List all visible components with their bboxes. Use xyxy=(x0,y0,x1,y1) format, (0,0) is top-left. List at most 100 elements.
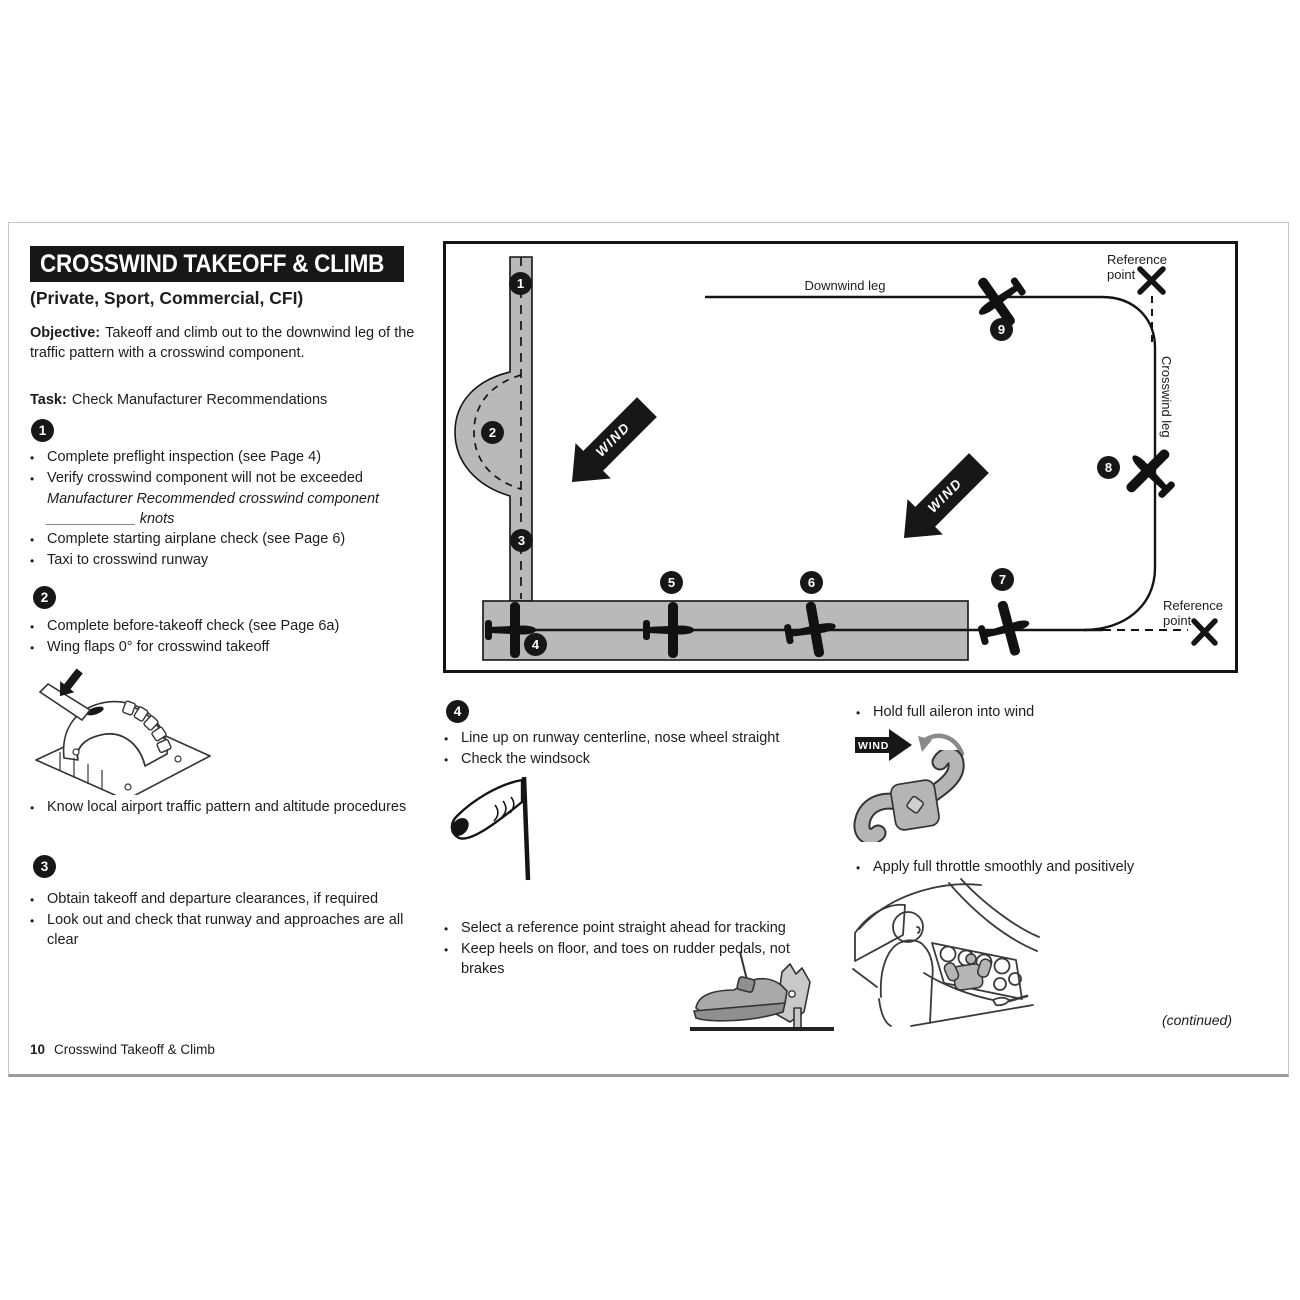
reference-point-label-bottom: Reference point xyxy=(1163,598,1223,628)
flap-lever-handle xyxy=(38,682,92,722)
pilot-illustration xyxy=(851,875,1041,1027)
step-3-bullets: •Obtain takeoff and departure clearances… xyxy=(30,889,418,950)
objective-text: Takeoff and climb out to the downwind le… xyxy=(30,325,415,361)
list-item: •Complete before-takeoff check (see Page… xyxy=(30,616,422,637)
fill-in-line: ___________ knots xyxy=(47,511,175,527)
pilot-yoke xyxy=(943,953,992,991)
bullet-icon: • xyxy=(30,801,35,815)
certificate-subtitle: (Private, Sport, Commercial, CFI) xyxy=(30,288,304,308)
bullet-icon: • xyxy=(444,732,449,746)
diagram-marker-6: 6 xyxy=(800,571,823,594)
x-mark-icon-top xyxy=(1137,266,1166,295)
step-2-number: 2 xyxy=(33,586,56,609)
rotate-arrow-icon xyxy=(918,728,966,760)
diagram-marker-9: 9 xyxy=(990,318,1013,341)
seat-back xyxy=(878,998,892,1027)
list-item: •Line up on runway centerline, nose whee… xyxy=(444,728,864,749)
list-item: •Wing flaps 0° for crosswind takeoff xyxy=(30,637,422,658)
wind-arrow-icon xyxy=(903,453,989,539)
shoe-sole xyxy=(693,1002,786,1022)
bullet-icon: • xyxy=(30,620,35,634)
diagram-marker-8: 8 xyxy=(1097,456,1120,479)
task-label: Task: xyxy=(30,392,67,408)
page-title: CROSSWIND TAKEOFF & CLIMB xyxy=(40,249,385,278)
list-item: •Keep heels on floor, and toes on rudder… xyxy=(444,941,790,977)
footer-page-title: Crosswind Takeoff & Climb xyxy=(54,1042,215,1057)
step-1-bullets: •Complete preflight inspection (see Page… xyxy=(30,447,422,571)
list-item: •Know local airport traffic pattern and … xyxy=(30,797,422,818)
wind-arrow-icon xyxy=(571,397,657,483)
objective-paragraph: Objective:Takeoff and climb out to the d… xyxy=(30,323,418,363)
shoe-cuff xyxy=(736,976,756,993)
yoke-horns xyxy=(853,750,965,842)
bullet-icon: • xyxy=(856,706,861,720)
windsock-ribs xyxy=(493,796,515,822)
objective-label: Objective: xyxy=(30,325,101,341)
bullet-icon: • xyxy=(444,753,449,767)
step-2-extra-bullet: •Know local airport traffic pattern and … xyxy=(30,797,422,818)
yoke-illustration xyxy=(853,750,978,842)
step-1-number: 1 xyxy=(31,419,54,442)
bullet-icon: • xyxy=(30,893,35,907)
list-item: •Complete starting airplane check (see P… xyxy=(30,529,422,550)
list-item: •Hold full aileron into wind xyxy=(856,702,1236,723)
step-4-number: 4 xyxy=(446,700,469,723)
traffic-pattern-diagram xyxy=(443,241,1238,673)
pedal-post xyxy=(793,1007,802,1029)
diagram-marker-4: 4 xyxy=(524,633,547,656)
list-item: •Taxi to crosswind runway xyxy=(30,550,422,571)
bracket-hole xyxy=(788,990,796,998)
bullet-icon: • xyxy=(444,922,449,936)
task-text: Check Manufacturer Recommendations xyxy=(71,392,328,408)
diagram-marker-2: 2 xyxy=(481,421,504,444)
arrow-icon xyxy=(59,668,83,697)
ratchet-notches xyxy=(122,700,172,754)
step-4-bullets-b: •Select a reference point straight ahead… xyxy=(444,918,836,979)
screws xyxy=(72,748,182,791)
flight-path xyxy=(705,295,1157,632)
crosswind-leg-label: Crosswind leg xyxy=(1159,356,1174,438)
pilot-hand xyxy=(992,996,1010,1007)
list-item: •Apply full throttle smoothly and positi… xyxy=(856,857,1236,878)
bullet-icon: • xyxy=(30,914,35,928)
list-item: •Check the windsock xyxy=(444,749,864,770)
continued-note: (continued) xyxy=(1161,1012,1232,1028)
bullet-icon: • xyxy=(30,533,35,547)
bullet-icon: • xyxy=(30,472,35,486)
pilot-head xyxy=(892,911,924,943)
yoke-hub xyxy=(906,795,924,814)
runup-pad-path xyxy=(473,374,522,490)
roof-line xyxy=(858,883,982,930)
downwind-leg-label: Downwind leg xyxy=(804,278,886,293)
step-3-number: 3 xyxy=(33,855,56,878)
bullet-icon: • xyxy=(30,451,35,465)
diagram-marker-3: 3 xyxy=(510,529,533,552)
list-item: •Select a reference point straight ahead… xyxy=(444,918,836,939)
wind-arrow-small: WIND xyxy=(855,727,913,763)
list-item: •Complete preflight inspection (see Page… xyxy=(30,447,422,468)
section-title-banner: CROSSWIND TAKEOFF & CLIMB xyxy=(30,246,404,282)
bullet-icon: • xyxy=(30,641,35,655)
step-2-bullets: •Complete before-takeoff check (see Page… xyxy=(30,616,422,658)
panel-lines xyxy=(59,752,103,790)
windsock-illustration xyxy=(443,772,539,884)
side-window xyxy=(854,903,906,962)
step-4-bullets-a: •Line up on runway centerline, nose whee… xyxy=(444,728,864,770)
diagram-marker-7: 7 xyxy=(991,568,1014,591)
windsock-tip xyxy=(451,818,469,836)
reference-point-label-top: Reference point xyxy=(1107,252,1167,282)
fill-in-line: Manufacturer Recommended crosswind compo… xyxy=(47,491,380,507)
flap-lever-illustration xyxy=(28,660,213,795)
task-paragraph: Task:Check Manufacturer Recommendations xyxy=(30,390,418,410)
list-item: •Verify crosswind component will not be … xyxy=(30,468,422,489)
right-bullet-aileron: •Hold full aileron into wind xyxy=(856,702,1236,723)
bullet-icon: • xyxy=(856,861,861,875)
wind-arrow-icon xyxy=(855,729,912,761)
bullet-icon: • xyxy=(444,943,449,957)
lever-slot xyxy=(86,706,104,716)
pilot-body xyxy=(879,939,934,1024)
bullet-icon: • xyxy=(30,554,35,568)
diagram-marker-1: 1 xyxy=(509,272,532,295)
wind-label: WIND xyxy=(858,740,889,752)
right-bullet-throttle: •Apply full throttle smoothly and positi… xyxy=(856,857,1236,878)
